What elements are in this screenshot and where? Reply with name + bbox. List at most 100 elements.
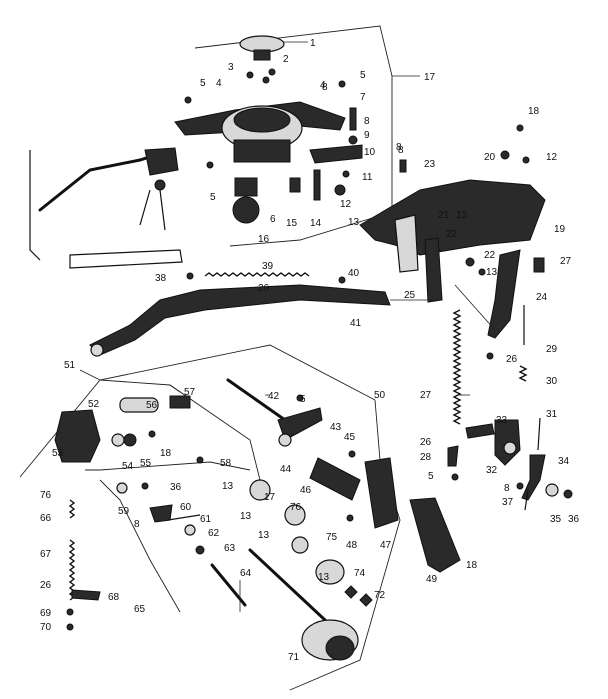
screw-3a: [246, 71, 254, 79]
label-64: 64: [240, 568, 252, 579]
label-74: 74: [354, 568, 366, 579]
screw-40: [338, 276, 346, 284]
plate-21: [394, 214, 419, 273]
left-linkage: [29, 147, 183, 269]
label-18a: 18: [528, 106, 540, 117]
label-6: 6: [270, 214, 276, 225]
nut-63: [195, 545, 205, 555]
screw-33: [465, 423, 495, 439]
label-18b: 18: [466, 560, 478, 571]
collar-27: [533, 257, 545, 273]
knob-stem: [253, 49, 271, 61]
label-60: 60: [180, 502, 192, 513]
label-39: 39: [262, 261, 274, 272]
bracket-19: [359, 179, 546, 256]
label-45: 45: [344, 432, 356, 443]
label-14: 14: [310, 218, 322, 229]
label-53: 53: [52, 448, 64, 459]
label-65: 65: [134, 604, 146, 615]
label-8c: 8: [398, 145, 404, 156]
group-brackets: [19, 25, 401, 691]
label-51: 51: [64, 360, 76, 371]
pin-7: [349, 107, 357, 131]
label-26d: 26: [40, 580, 52, 591]
label-49: 49: [426, 574, 438, 585]
label-13e: 13: [240, 511, 252, 522]
top-cam-assembly: [174, 35, 363, 224]
plate-49: [409, 497, 461, 573]
label-37: 37: [502, 497, 514, 508]
screw-8f: [141, 482, 149, 490]
label-69: 69: [40, 608, 52, 619]
pin-26a: [486, 352, 494, 360]
label-13f: 13: [258, 530, 270, 541]
part-labels: 1 2 3 4 4 5 5 5 6 7 8 8 8 9 10 11 12 13 …: [40, 38, 580, 663]
spring-39: [204, 272, 310, 277]
cam-body: [233, 139, 291, 163]
washer-35: [545, 483, 559, 497]
lever-34: [521, 454, 546, 501]
label-29: 29: [546, 344, 558, 355]
washer-59: [116, 482, 128, 494]
label-4b: 4: [320, 80, 326, 91]
label-24: 24: [536, 292, 548, 303]
label-21: 21: [438, 210, 450, 221]
label-38: 38: [155, 273, 167, 284]
link-bar-41: [89, 284, 391, 356]
label-19: 19: [554, 224, 566, 235]
label-7: 7: [360, 92, 366, 103]
label-15: 15: [286, 218, 298, 229]
middle-lower-assembly: [226, 378, 461, 573]
label-8f: 8: [134, 519, 140, 530]
label-8e: 8: [504, 483, 510, 494]
bracket-32-hole: [503, 441, 517, 455]
shaft-42: [226, 378, 287, 422]
label-13a: 13: [348, 217, 360, 228]
link-legs: [139, 189, 166, 231]
bushing-15: [289, 177, 301, 193]
washer-13: [334, 184, 346, 196]
screw-8e: [516, 482, 524, 490]
label-8b: 8: [364, 116, 370, 127]
lever-46: [309, 457, 361, 501]
clip-68: [71, 589, 101, 601]
label-59: 59: [118, 506, 130, 517]
label-27b: 27: [420, 390, 432, 401]
screw-58: [196, 456, 204, 464]
center-link-bar: [89, 272, 391, 357]
label-66: 66: [40, 513, 52, 524]
left-lower-parts: [54, 395, 247, 631]
lever-43: [277, 407, 323, 441]
label-13c: 13: [486, 267, 498, 278]
screw-3b: [262, 76, 270, 84]
link-bar-end: [90, 343, 104, 357]
label-47: 47: [380, 540, 392, 551]
collar-44: [278, 433, 292, 447]
label-40: 40: [348, 268, 360, 279]
right-upper-assembly: [359, 124, 546, 303]
label-42: 42: [268, 391, 280, 402]
nut-55: [123, 433, 137, 447]
label-13b: 13: [456, 210, 468, 221]
label-72: 72: [374, 590, 386, 601]
label-2: 2: [283, 54, 289, 65]
label-26a: 26: [506, 354, 518, 365]
lever-10: [309, 144, 363, 164]
label-12b: 12: [546, 152, 558, 163]
link-pivot: [154, 179, 166, 191]
label-68: 68: [108, 592, 120, 603]
label-35: 35: [550, 514, 562, 525]
label-5a: 5: [200, 78, 206, 89]
label-56: 56: [146, 400, 158, 411]
label-12a: 12: [340, 199, 352, 210]
screw-12b: [522, 156, 530, 164]
dial-assembly: [248, 479, 373, 661]
label-76b: 76: [290, 502, 302, 513]
label-57: 57: [184, 387, 196, 398]
label-17: 17: [424, 72, 436, 83]
label-58: 58: [220, 458, 232, 469]
label-31: 31: [546, 409, 558, 420]
screw-2: [268, 68, 276, 76]
screw-5a: [184, 96, 192, 104]
